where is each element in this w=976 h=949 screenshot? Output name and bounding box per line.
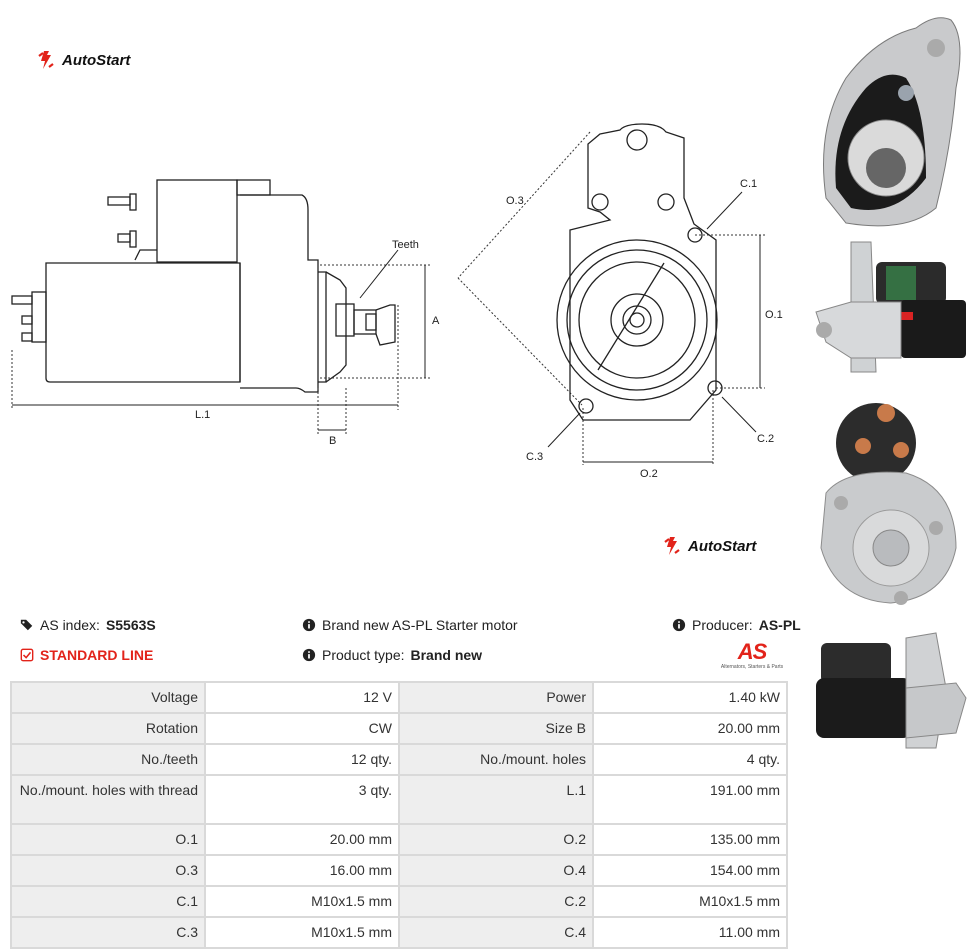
label-a: A (432, 315, 440, 327)
autostart-logo-icon (38, 51, 54, 69)
spec-value: 154.00 mm (594, 856, 786, 885)
info-circle-icon (302, 618, 316, 632)
label-teeth: Teeth (392, 239, 419, 251)
standard-line-row: STANDARD LINE (20, 647, 153, 663)
spec-key: O.3 (12, 856, 204, 885)
spec-value: 11.00 mm (594, 918, 786, 947)
check-square-icon (20, 648, 34, 662)
spec-key: Size B (400, 714, 592, 743)
spec-value: 20.00 mm (594, 714, 786, 743)
spec-key: C.1 (12, 887, 204, 916)
technical-drawing: Teeth A B L.1 O.3 C.1 O.1 C.2 C.3 O.2 (11, 123, 783, 480)
product-photo-4[interactable] (806, 628, 971, 753)
product-type-value: Brand new (410, 647, 483, 663)
label-c3: C.3 (526, 451, 543, 463)
spec-key: Voltage (12, 683, 204, 712)
spec-value: 135.00 mm (594, 825, 786, 854)
spec-key: Power (400, 683, 592, 712)
as-index-row: AS index: S5563S (20, 617, 156, 633)
label-o3: O.3 (506, 195, 524, 207)
producer-value: AS-PL (758, 617, 801, 633)
brand-name: AutoStart (688, 537, 757, 555)
producer-label: Producer: (692, 617, 753, 633)
spec-value: 3 qty. (206, 776, 398, 823)
producer-tagline: Alternators, Starters & Parts (720, 664, 784, 670)
as-index-label: AS index: (40, 617, 100, 633)
brand-name: AutoStart (62, 51, 131, 69)
description-text: Brand new AS-PL Starter motor (322, 617, 518, 633)
brand-logo-bottom: AutoStart (662, 536, 756, 556)
spec-key: C.4 (400, 918, 592, 947)
info-circle-icon (302, 648, 316, 662)
spec-key: No./mount. holes with thread (12, 776, 204, 823)
spec-key: No./teeth (12, 745, 204, 774)
info-circle-icon (672, 618, 686, 632)
spec-key: O.4 (400, 856, 592, 885)
spec-value: M10x1.5 mm (206, 918, 398, 947)
spec-value: 16.00 mm (206, 856, 398, 885)
spec-value: CW (206, 714, 398, 743)
spec-key: L.1 (400, 776, 592, 823)
spec-key: O.2 (400, 825, 592, 854)
spec-value: 20.00 mm (206, 825, 398, 854)
spec-key: C.2 (400, 887, 592, 916)
description-row: Brand new AS-PL Starter motor (302, 617, 518, 633)
product-photo-3[interactable] (806, 388, 971, 618)
spec-value: M10x1.5 mm (206, 887, 398, 916)
spec-value: 191.00 mm (594, 776, 786, 823)
as-index-value: S5563S (105, 617, 156, 633)
spec-key: C.3 (12, 918, 204, 947)
tags-icon (20, 619, 33, 631)
brand-logo-top: AutoStart (36, 50, 130, 70)
product-type-label: Product type: (322, 647, 405, 663)
spec-value: 4 qty. (594, 745, 786, 774)
autostart-logo-icon (664, 537, 680, 555)
label-b: B (329, 435, 336, 447)
spec-value: 1.40 kW (594, 683, 786, 712)
standard-line-label: STANDARD LINE (40, 647, 154, 663)
spec-value: 12 qty. (206, 745, 398, 774)
label-o1: O.1 (765, 309, 783, 321)
label-o2: O.2 (640, 468, 658, 480)
producer-row: Producer: AS-PL (672, 617, 801, 633)
spec-key: O.1 (12, 825, 204, 854)
product-type-row: Product type: Brand new (302, 647, 482, 663)
label-c2: C.2 (757, 433, 774, 445)
product-photo-2[interactable] (806, 232, 971, 382)
spec-key: No./mount. holes (400, 745, 592, 774)
product-photo-1[interactable] (806, 8, 971, 228)
spec-key: Rotation (12, 714, 204, 743)
spec-value: 12 V (206, 683, 398, 712)
spec-value: M10x1.5 mm (594, 887, 786, 916)
label-c1: C.1 (740, 178, 757, 190)
producer-logo: AS Alternators, Starters & Parts (712, 639, 792, 671)
producer-logo-mark: AS (737, 639, 768, 664)
label-l1: L.1 (195, 409, 210, 421)
